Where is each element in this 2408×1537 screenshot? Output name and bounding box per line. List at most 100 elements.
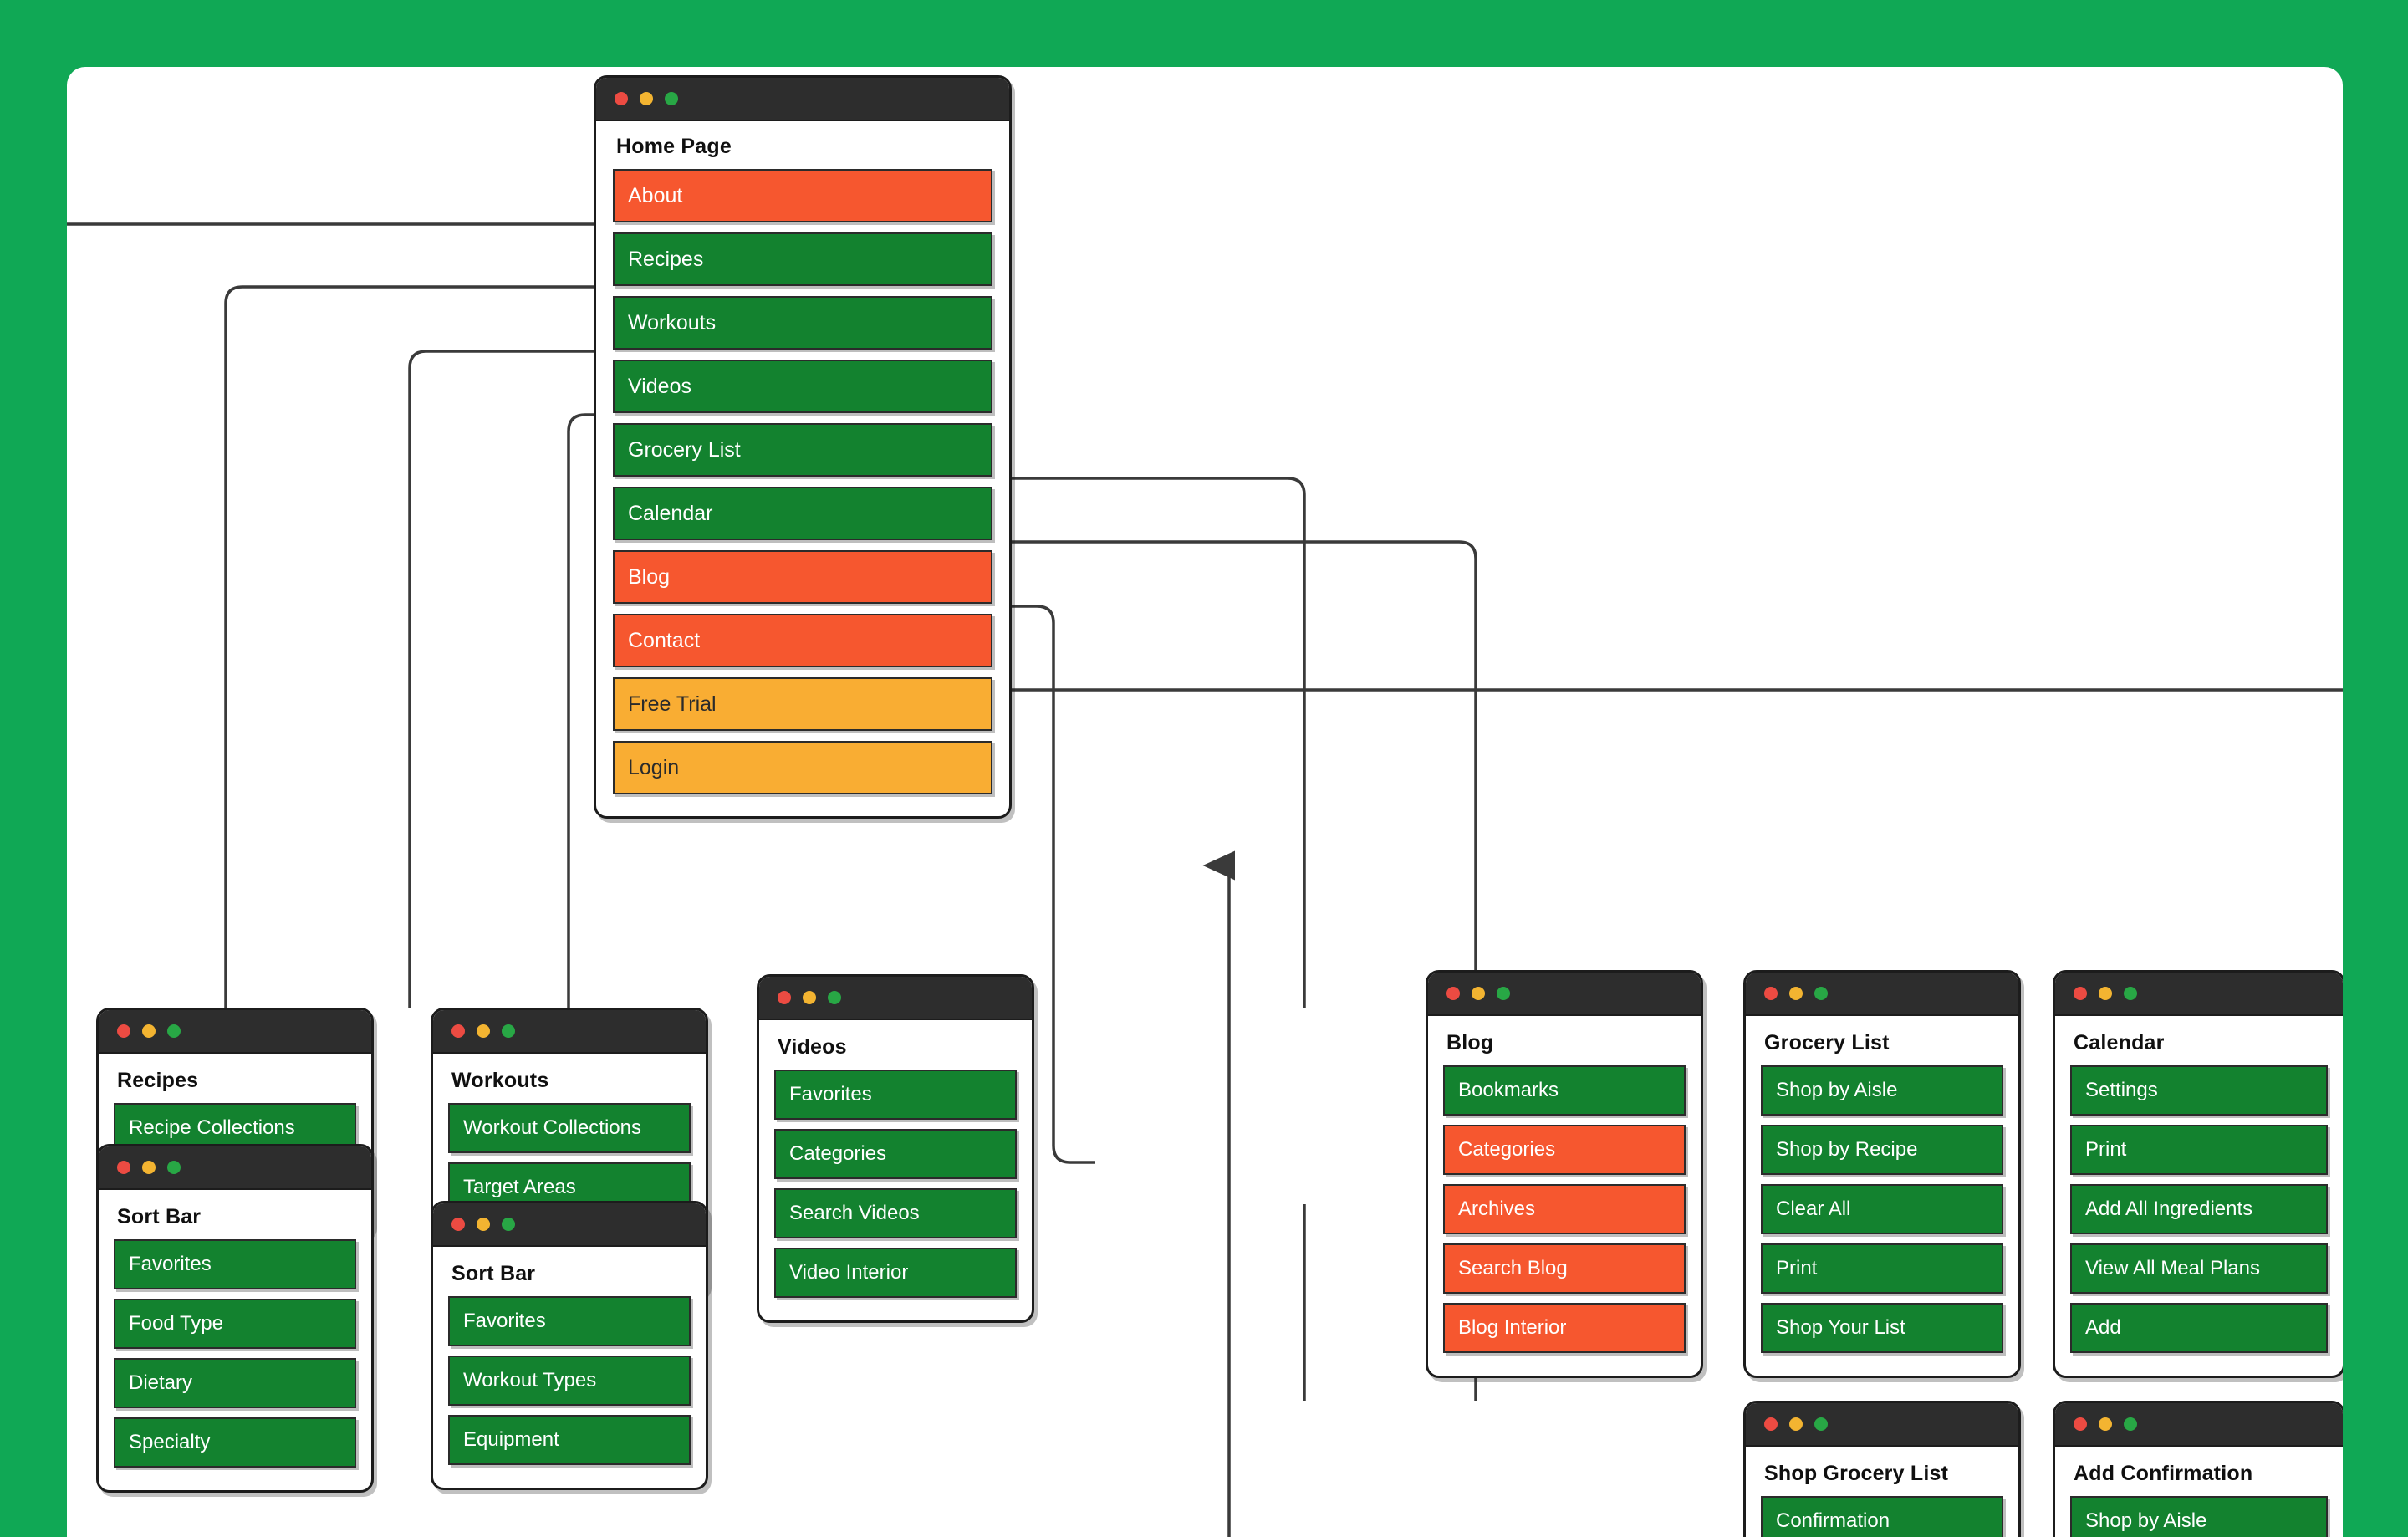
card-titlebar bbox=[2055, 973, 2343, 1016]
close-icon[interactable] bbox=[452, 1218, 465, 1231]
card-shop-grocery-list[interactable]: Shop Grocery List Confirmation bbox=[1743, 1401, 2021, 1537]
nav-item-shop-your-list[interactable]: Shop Your List bbox=[1761, 1303, 2003, 1353]
nav-item-bookmarks[interactable]: Bookmarks bbox=[1443, 1065, 1686, 1116]
minimize-icon[interactable] bbox=[1789, 987, 1803, 1000]
minimize-icon[interactable] bbox=[1789, 1417, 1803, 1431]
close-icon[interactable] bbox=[1446, 987, 1460, 1000]
maximize-icon[interactable] bbox=[665, 92, 678, 105]
card-recipes-sort-bar[interactable]: Sort Bar Favorites Food Type Dietary Spe… bbox=[96, 1144, 374, 1493]
minimize-icon[interactable] bbox=[477, 1218, 490, 1231]
maximize-icon[interactable] bbox=[167, 1161, 181, 1174]
page-title: Sort Bar bbox=[117, 1205, 202, 1228]
card-body: Blog Bookmarks Categories Archives Searc… bbox=[1428, 1016, 1701, 1376]
minimize-icon[interactable] bbox=[2099, 987, 2112, 1000]
nav-item-equipment[interactable]: Equipment bbox=[448, 1415, 691, 1465]
card-titlebar bbox=[433, 1203, 706, 1247]
close-icon[interactable] bbox=[1764, 1417, 1778, 1431]
maximize-icon[interactable] bbox=[2124, 1417, 2137, 1431]
card-calendar[interactable]: Calendar Settings Print Add All Ingredie… bbox=[2053, 970, 2343, 1378]
maximize-icon[interactable] bbox=[1814, 987, 1828, 1000]
maximize-icon[interactable] bbox=[167, 1024, 181, 1038]
nav-item-settings[interactable]: Settings bbox=[2070, 1065, 2328, 1116]
nav-item-grocery-list[interactable]: Grocery List bbox=[613, 423, 992, 477]
nav-item-free-trial[interactable]: Free Trial bbox=[613, 677, 992, 731]
maximize-icon[interactable] bbox=[828, 991, 841, 1004]
nav-item-print[interactable]: Print bbox=[1761, 1243, 2003, 1294]
nav-item-shop-by-aisle[interactable]: Shop by Aisle bbox=[1761, 1065, 2003, 1116]
nav-item-categories[interactable]: Categories bbox=[774, 1129, 1017, 1179]
card-body: Shop Grocery List Confirmation bbox=[1746, 1447, 2018, 1537]
card-body: Videos Favorites Categories Search Video… bbox=[759, 1020, 1032, 1320]
nav-item-favorites[interactable]: Favorites bbox=[114, 1239, 356, 1289]
close-icon[interactable] bbox=[117, 1024, 130, 1038]
nav-item-add[interactable]: Add bbox=[2070, 1303, 2328, 1353]
page-title: Workouts bbox=[452, 1069, 549, 1092]
maximize-icon[interactable] bbox=[502, 1024, 515, 1038]
close-icon[interactable] bbox=[452, 1024, 465, 1038]
maximize-icon[interactable] bbox=[1814, 1417, 1828, 1431]
nav-item-about[interactable]: About bbox=[613, 169, 992, 222]
nav-item-favorites[interactable]: Favorites bbox=[774, 1070, 1017, 1120]
page-title: Recipes bbox=[117, 1069, 199, 1092]
nav-item-workout-types[interactable]: Workout Types bbox=[448, 1356, 691, 1406]
card-blog[interactable]: Blog Bookmarks Categories Archives Searc… bbox=[1426, 970, 1703, 1378]
nav-item-dietary[interactable]: Dietary bbox=[114, 1358, 356, 1408]
card-body: Add Confirmation Shop by Aisle bbox=[2055, 1447, 2343, 1537]
nav-item-videos[interactable]: Videos bbox=[613, 360, 992, 413]
nav-item-shop-by-aisle[interactable]: Shop by Aisle bbox=[2070, 1496, 2328, 1537]
page-title: Sort Bar bbox=[452, 1262, 536, 1285]
card-titlebar bbox=[1746, 1403, 2018, 1447]
card-add-confirmation[interactable]: Add Confirmation Shop by Aisle bbox=[2053, 1401, 2343, 1537]
nav-item-clear-all[interactable]: Clear All bbox=[1761, 1184, 2003, 1234]
nav-item-print[interactable]: Print bbox=[2070, 1125, 2328, 1175]
close-icon[interactable] bbox=[1764, 987, 1778, 1000]
wire-grocery-list bbox=[1003, 477, 1306, 1008]
card-titlebar bbox=[596, 78, 1009, 121]
minimize-icon[interactable] bbox=[142, 1161, 156, 1174]
nav-item-confirmation[interactable]: Confirmation bbox=[1761, 1496, 2003, 1537]
nav-item-login[interactable]: Login bbox=[613, 741, 992, 794]
card-videos[interactable]: Videos Favorites Categories Search Video… bbox=[757, 974, 1034, 1323]
close-icon[interactable] bbox=[2074, 1417, 2087, 1431]
minimize-icon[interactable] bbox=[1472, 987, 1485, 1000]
minimize-icon[interactable] bbox=[640, 92, 653, 105]
card-body: Grocery List Shop by Aisle Shop by Recip… bbox=[1746, 1016, 2018, 1376]
card-body: Sort Bar Favorites Workout Types Equipme… bbox=[433, 1247, 706, 1488]
minimize-icon[interactable] bbox=[477, 1024, 490, 1038]
nav-item-blog-interior[interactable]: Blog Interior bbox=[1443, 1303, 1686, 1353]
nav-item-view-all-meal-plans[interactable]: View All Meal Plans bbox=[2070, 1243, 2328, 1294]
nav-item-workout-collections[interactable]: Workout Collections bbox=[448, 1103, 691, 1153]
nav-item-food-type[interactable]: Food Type bbox=[114, 1299, 356, 1349]
close-icon[interactable] bbox=[117, 1161, 130, 1174]
nav-item-blog[interactable]: Blog bbox=[613, 550, 992, 604]
card-grocery-list[interactable]: Grocery List Shop by Aisle Shop by Recip… bbox=[1743, 970, 2021, 1378]
maximize-icon[interactable] bbox=[502, 1218, 515, 1231]
maximize-icon[interactable] bbox=[1497, 987, 1510, 1000]
card-workouts-sort-bar[interactable]: Sort Bar Favorites Workout Types Equipme… bbox=[431, 1201, 708, 1490]
close-icon[interactable] bbox=[615, 92, 628, 105]
nav-item-add-all-ingredients[interactable]: Add All Ingredients bbox=[2070, 1184, 2328, 1234]
nav-item-shop-by-recipe[interactable]: Shop by Recipe bbox=[1761, 1125, 2003, 1175]
close-icon[interactable] bbox=[2074, 987, 2087, 1000]
wire-recipes bbox=[224, 285, 602, 1008]
nav-item-video-interior[interactable]: Video Interior bbox=[774, 1248, 1017, 1298]
nav-item-specialty[interactable]: Specialty bbox=[114, 1417, 356, 1468]
minimize-icon[interactable] bbox=[803, 991, 816, 1004]
nav-item-archives[interactable]: Archives bbox=[1443, 1184, 1686, 1234]
nav-item-calendar[interactable]: Calendar bbox=[613, 487, 992, 540]
maximize-icon[interactable] bbox=[2124, 987, 2137, 1000]
close-icon[interactable] bbox=[778, 991, 791, 1004]
nav-item-search-videos[interactable]: Search Videos bbox=[774, 1188, 1017, 1238]
minimize-icon[interactable] bbox=[142, 1024, 156, 1038]
wire-calendar bbox=[1003, 540, 1477, 1008]
wire-blog bbox=[1003, 605, 1095, 1164]
nav-item-contact[interactable]: Contact bbox=[613, 614, 992, 667]
nav-item-favorites[interactable]: Favorites bbox=[448, 1296, 691, 1346]
nav-item-recipes[interactable]: Recipes bbox=[613, 232, 992, 286]
minimize-icon[interactable] bbox=[2099, 1417, 2112, 1431]
nav-item-categories[interactable]: Categories bbox=[1443, 1125, 1686, 1175]
nav-item-search-blog[interactable]: Search Blog bbox=[1443, 1243, 1686, 1294]
nav-item-workouts[interactable]: Workouts bbox=[613, 296, 992, 350]
card-home-page[interactable]: Home Page About Recipes Workouts Videos … bbox=[594, 75, 1012, 819]
